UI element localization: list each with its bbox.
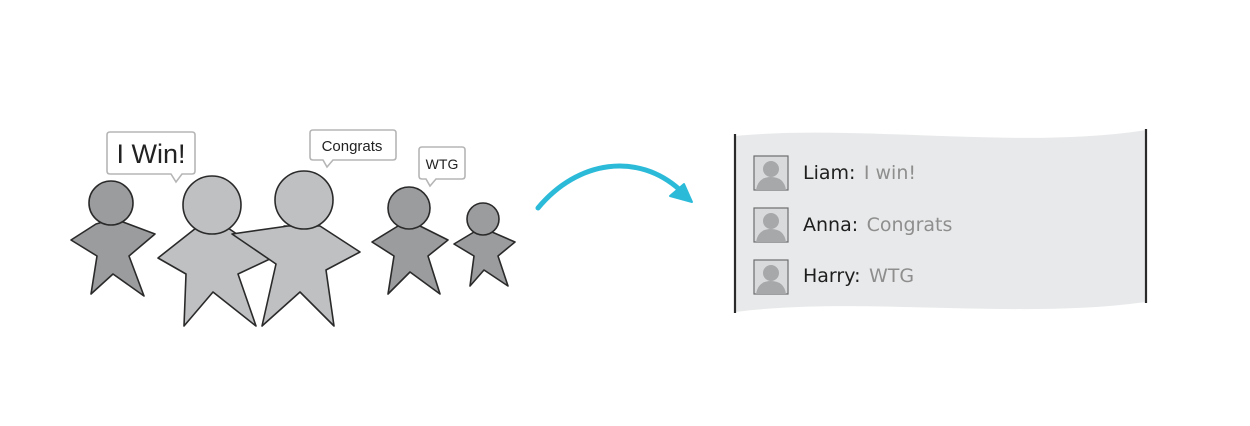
people-group bbox=[70, 170, 516, 327]
person-head-1 bbox=[88, 180, 134, 226]
chat-message-3: Harry: WTG bbox=[803, 265, 914, 287]
person-body-4 bbox=[371, 225, 449, 295]
chat-message-2: Anna: Congrats bbox=[803, 214, 952, 236]
speech-bubble-wtg-text: WTG bbox=[426, 156, 459, 172]
person-head-5 bbox=[466, 202, 500, 236]
person-figure-2 bbox=[157, 175, 273, 327]
curved-arrow-shaft bbox=[535, 163, 683, 211]
chat-sender-name: Liam: bbox=[803, 162, 855, 184]
chat-panel: Liam: I win! Anna: Congrats bbox=[733, 129, 1148, 313]
chat-sender-name: Anna: bbox=[803, 214, 858, 236]
speech-bubble-congrats-text: Congrats bbox=[322, 138, 383, 155]
chat-message-row: Anna: Congrats bbox=[753, 207, 952, 243]
person-head-4 bbox=[387, 186, 431, 230]
user-avatar-icon bbox=[753, 155, 789, 191]
curved-arrow-icon bbox=[535, 163, 693, 211]
speech-bubble-i-win-shape bbox=[106, 131, 196, 184]
person-head-2 bbox=[182, 175, 242, 235]
person-figure-3 bbox=[231, 170, 361, 327]
chat-message-row: Harry: WTG bbox=[753, 259, 914, 295]
person-body-5 bbox=[453, 231, 516, 287]
user-avatar-icon bbox=[753, 207, 789, 243]
person-figure-1 bbox=[70, 180, 156, 297]
person-figure-4 bbox=[371, 186, 449, 295]
chat-message-1: Liam: I win! bbox=[803, 162, 916, 184]
speech-bubble-i-win-text: I Win! bbox=[116, 139, 185, 169]
user-avatar-icon bbox=[753, 259, 789, 295]
chat-message-text: WTG bbox=[869, 265, 914, 287]
speech-bubble-i-win: I Win! bbox=[106, 131, 196, 184]
person-body-3 bbox=[231, 225, 361, 327]
speech-bubble-congrats: Congrats bbox=[309, 129, 397, 169]
chat-panel-background bbox=[735, 130, 1146, 312]
chat-message-row: Liam: I win! bbox=[753, 155, 916, 191]
person-figure-5 bbox=[453, 202, 516, 287]
chat-message-text: I win! bbox=[864, 162, 916, 184]
curved-arrow-head bbox=[669, 183, 693, 203]
speech-bubble-congrats-shape bbox=[309, 129, 397, 169]
chat-message-text: Congrats bbox=[867, 214, 953, 236]
speech-bubble-wtg-shape bbox=[418, 146, 466, 188]
speech-bubble-wtg: WTG bbox=[418, 146, 466, 188]
person-body-1 bbox=[70, 221, 156, 297]
chat-sender-name: Harry: bbox=[803, 265, 860, 287]
person-head-3 bbox=[274, 170, 334, 230]
